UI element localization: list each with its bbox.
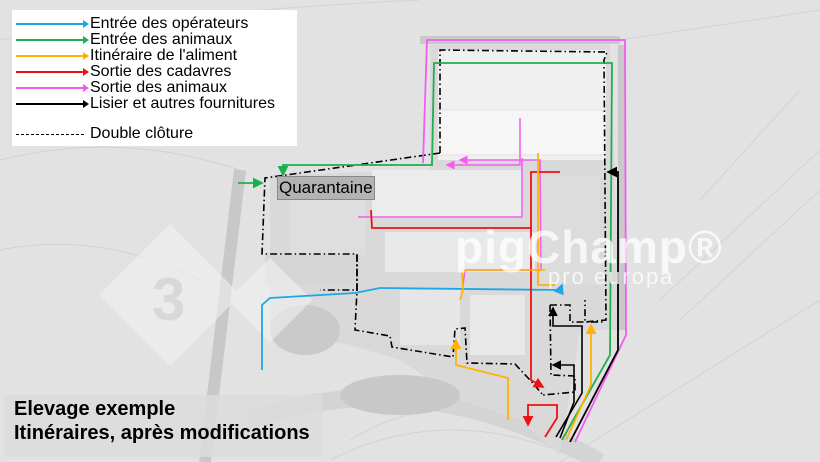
black-arrow-icon (16, 100, 89, 108)
title-line-1: Elevage exemple (14, 398, 176, 420)
dash-dot-line-icon (16, 133, 84, 135)
watermark-brand: pigChamp® (455, 221, 723, 273)
legend-item-animals-exit: Sortie des animaux (16, 80, 227, 96)
legend-item-feed-route: Itinéraire de l'aliment (16, 48, 237, 64)
route-operators (261, 283, 564, 370)
route-animals-out (422, 39, 627, 443)
legend-item-carcass-exit: Sortie des cadavres (16, 64, 231, 80)
title-line-2: Itinéraires, après modifications (14, 422, 310, 444)
legend-item-animals-entry: Entrée des animaux (16, 32, 232, 48)
route-slurry (569, 166, 619, 443)
blue-arrow-icon (16, 20, 89, 28)
pink-arrow-icon (16, 84, 89, 92)
double-fence (261, 49, 609, 396)
legend: Entrée des opérateurs Entrée des animaux… (12, 10, 297, 146)
red-arrow-icon (16, 68, 89, 76)
title-box: Elevage exemple Itinéraires, après modif… (4, 395, 322, 457)
svg-text:3: 3 (152, 266, 185, 333)
legend-item-slurry: Lisier et autres fournitures (16, 96, 275, 112)
route-animals-in (277, 62, 613, 441)
quarantine-label: Quarantaine (277, 176, 375, 200)
watermark-subtitle: pro europa (548, 264, 675, 289)
route-feed (537, 153, 555, 286)
legend-item-double-fence: Double clôture (16, 126, 193, 142)
legend-item-operators-entry: Entrée des opérateurs (16, 16, 248, 32)
building-middle (372, 170, 522, 218)
yellow-arrow-icon (16, 52, 89, 60)
green-arrow-icon (16, 36, 89, 44)
